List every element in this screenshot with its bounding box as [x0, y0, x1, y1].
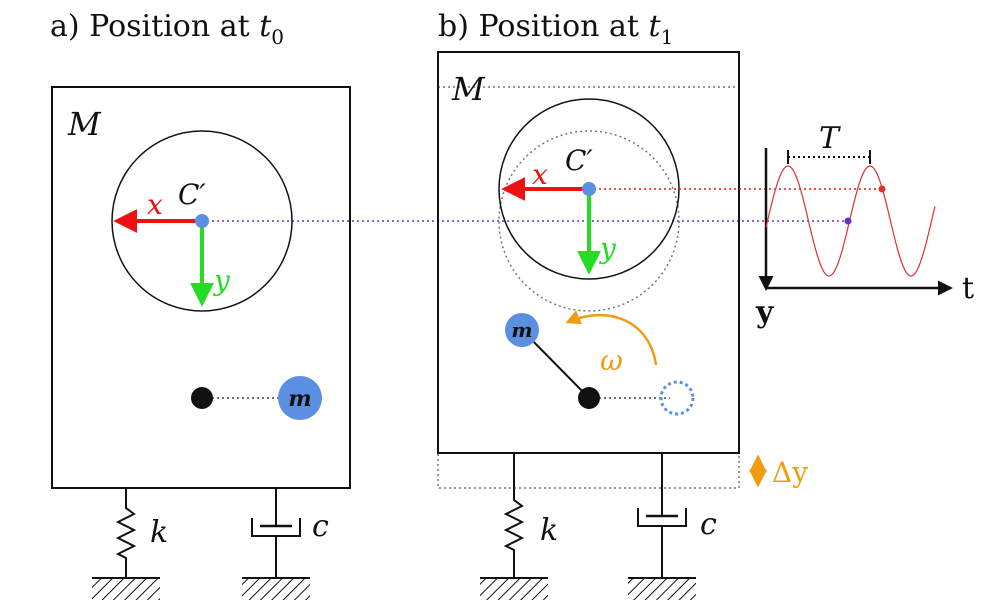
ghost-rotor-circle-b	[498, 130, 680, 312]
mass-label-b: M	[451, 70, 486, 108]
ground-hatch-b-right	[628, 578, 696, 600]
center-label-a: C′	[178, 178, 206, 211]
trace-point-t0	[844, 217, 852, 225]
damper-a	[251, 488, 301, 578]
center-label-b: C′	[565, 144, 593, 177]
ground-hatch-a-left	[92, 578, 160, 600]
mass-body-a	[51, 86, 351, 489]
spring-b	[503, 453, 525, 578]
small-mass-a	[278, 376, 322, 420]
ghost-small-mass-b	[659, 380, 695, 416]
mass-label-a: M	[67, 105, 102, 143]
small-mass-b	[505, 313, 539, 347]
spring-label-b: k	[540, 513, 558, 548]
x-axis-label-b: x	[532, 158, 548, 191]
small-mass-label-b: m	[511, 318, 532, 342]
panel-b: M x y C′ m ω k c	[437, 51, 882, 600]
y-axis-label-a: y	[212, 264, 231, 297]
pivot-a	[191, 387, 213, 409]
displacement-label: Δy	[772, 456, 808, 489]
center-point-b	[582, 182, 596, 196]
small-mass-label-a: m	[288, 386, 311, 412]
mass-body-b	[437, 51, 740, 454]
plot-y-axis-label: y	[755, 295, 775, 330]
pivot-b	[578, 387, 600, 409]
time-plot: t y T	[755, 121, 974, 330]
rotation-label: ω	[600, 344, 623, 377]
ground-hatch-a-right	[242, 578, 310, 600]
plot-t-axis-label: t	[962, 271, 974, 306]
sine-wave	[765, 165, 936, 277]
panel-a: M x y C′ m k c	[51, 86, 351, 600]
damper-label-a: c	[312, 509, 329, 544]
panel-a-title: a) Position at t0	[50, 9, 284, 49]
y-axis-label-b: y	[598, 232, 617, 265]
spring-a	[115, 488, 137, 578]
period-label: T	[819, 121, 841, 156]
rotation-arrow	[565, 310, 658, 366]
ground-hatch-b-left	[480, 578, 548, 600]
rotor-circle-a	[111, 130, 293, 312]
center-point-a	[195, 214, 209, 228]
x-axis-label-a: x	[147, 188, 163, 221]
damper-b	[637, 453, 687, 578]
spring-label-a: k	[150, 515, 168, 550]
trace-point-t1	[878, 185, 886, 193]
panel-b-title: b) Position at t1	[438, 9, 673, 49]
damper-label-b: c	[700, 507, 717, 542]
